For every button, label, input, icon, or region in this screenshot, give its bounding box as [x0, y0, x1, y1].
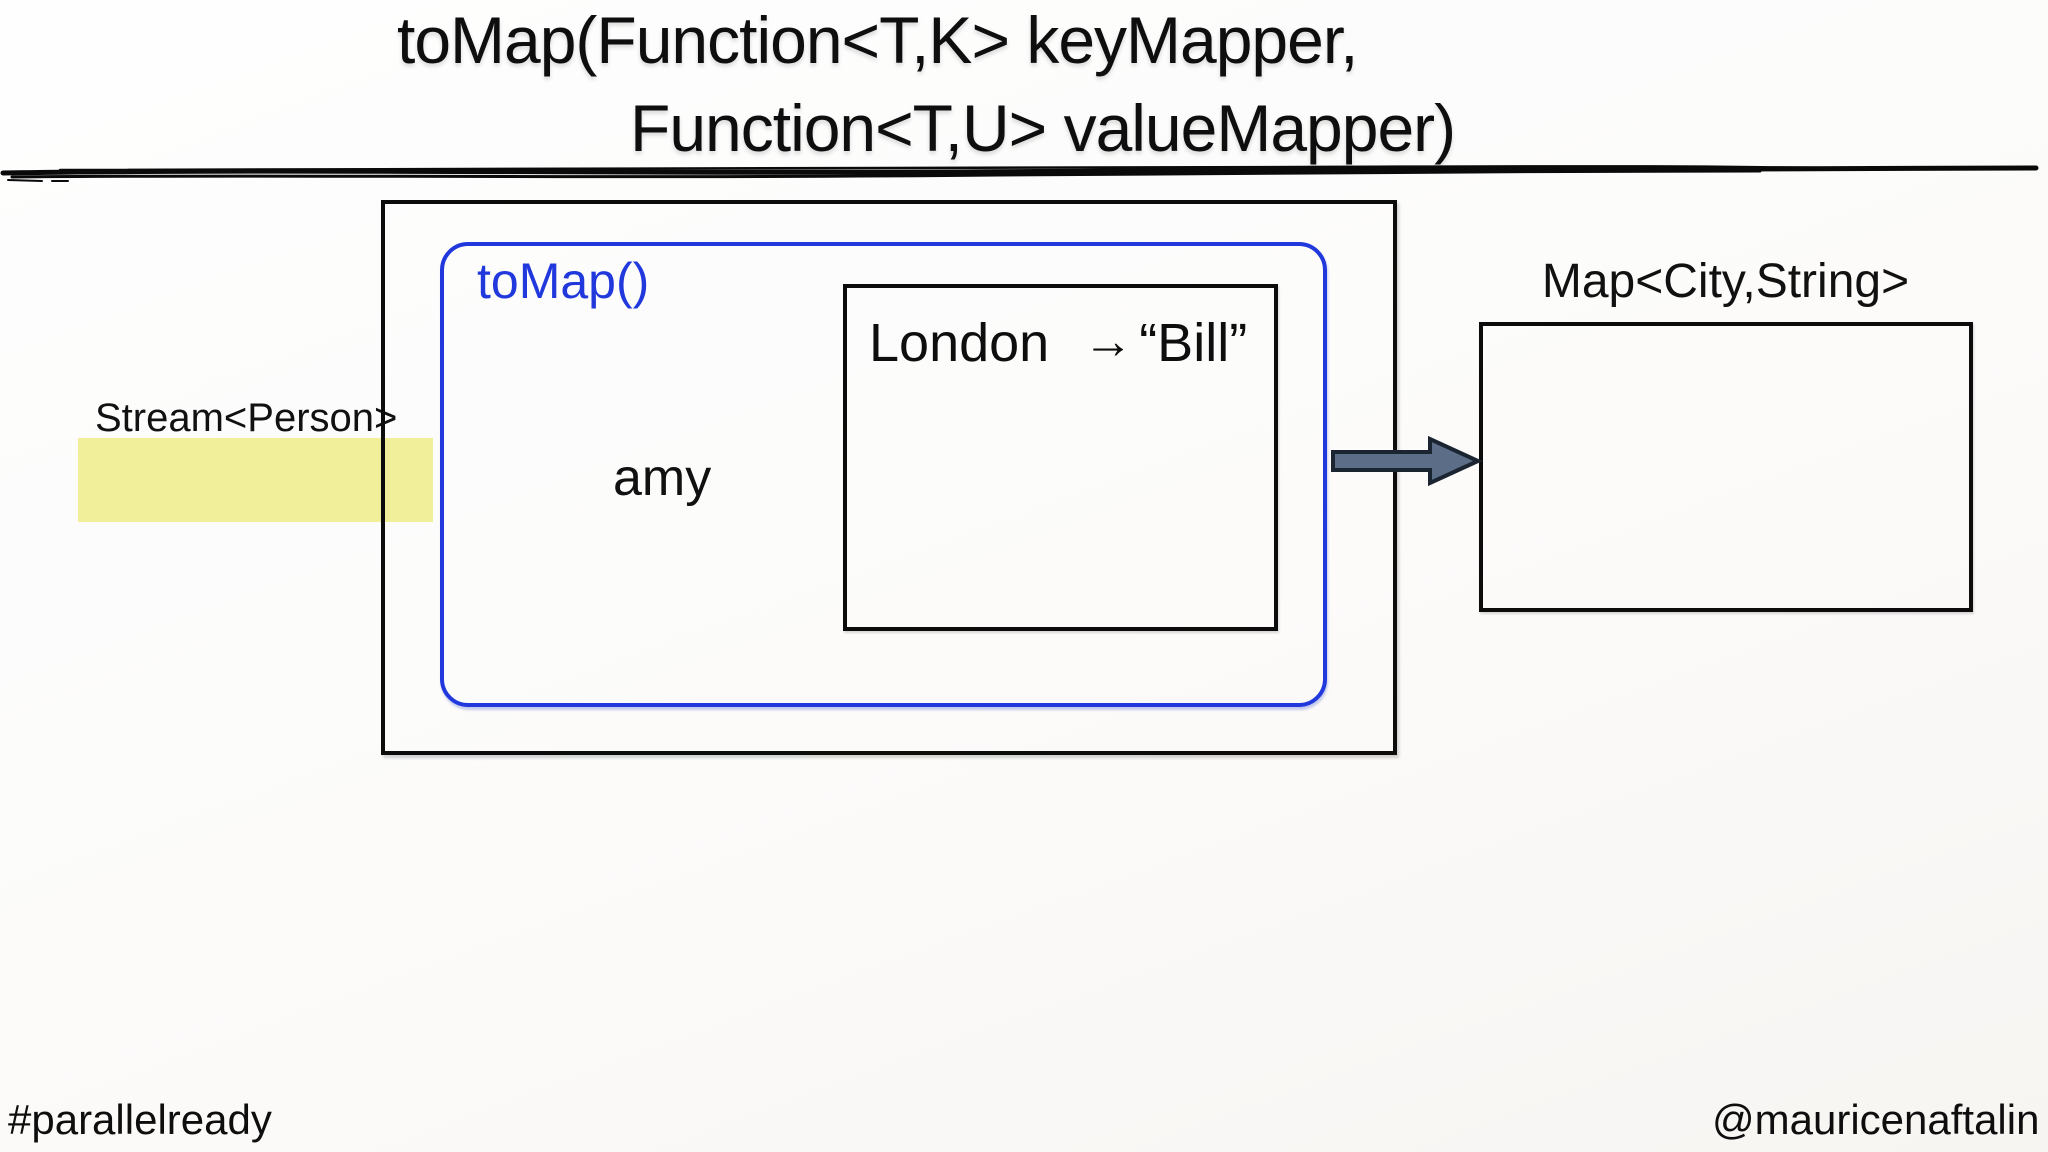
map-result-type-label: Map<City,String> [1541, 255, 1910, 308]
map-entry-row: London → “Bill” [869, 312, 1247, 374]
stream-element-label: amy [613, 449, 712, 507]
collector-outer-box [381, 200, 1397, 755]
map-result-box [1479, 322, 1973, 612]
tomap-collector-box [440, 242, 1327, 707]
hashtag-footer-label: #parallelready [8, 1096, 272, 1143]
twitter-handle-label: @mauricenaftalin [1712, 1096, 2040, 1143]
hand-drawn-divider-line [0, 165, 2039, 182]
entry-value-label: “Bill” [1139, 313, 1248, 373]
tomap-function-label: toMap() [477, 253, 650, 309]
map-entry-box [843, 284, 1278, 631]
slide-title-line-2: Function<T,U> valueMapper) [630, 91, 1456, 165]
flow-arrow-icon [1331, 435, 1482, 487]
entry-key-label: London [869, 313, 1050, 373]
stream-person-label: Stream<Person> [95, 396, 398, 440]
stream-highlight-bar [78, 438, 433, 522]
slide-title-line-1: toMap(Function<T,K> keyMapper, [397, 3, 1359, 77]
maps-to-arrow-icon: → [1083, 313, 1134, 369]
